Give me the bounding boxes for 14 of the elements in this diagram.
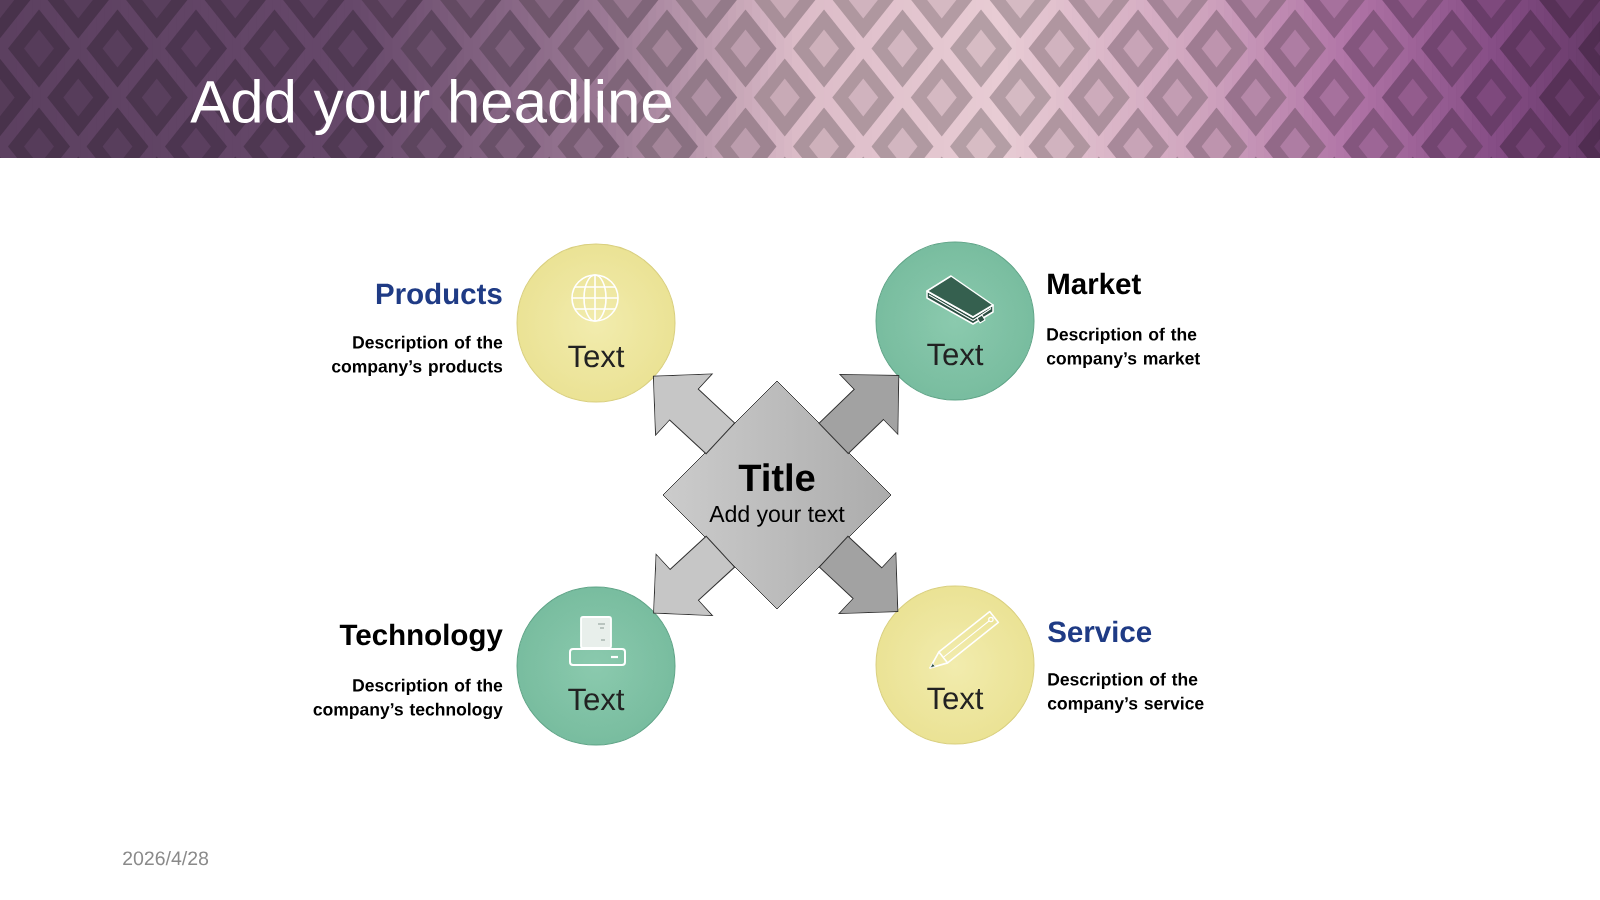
description: Description of the company’s technology <box>313 678 503 720</box>
description: Description of the company’s products <box>332 335 503 376</box>
block-arrow <box>818 535 899 615</box>
heading: Service <box>1048 620 1152 643</box>
headline: Add your headline <box>190 79 672 135</box>
block-arrow <box>653 535 736 617</box>
description: Description of the company’s service <box>1047 672 1204 714</box>
description: Description of the company’s market <box>1046 327 1200 368</box>
heading: Market <box>1048 272 1141 295</box>
date: 2026/4/28 <box>123 850 209 866</box>
block-arrow <box>818 373 900 455</box>
block-arrow <box>652 373 736 455</box>
heading: Technology <box>339 623 503 652</box>
heading: Products <box>376 282 502 305</box>
